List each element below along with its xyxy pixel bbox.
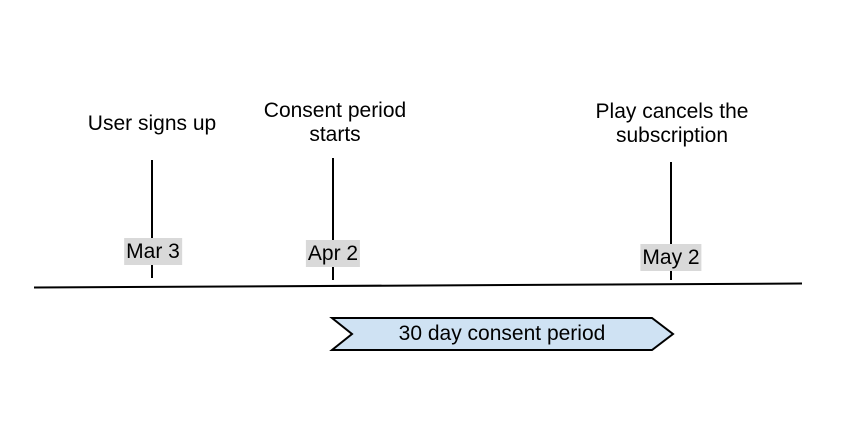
consent-period-ribbon-shape xyxy=(329,317,675,351)
event-2-title: Consent period starts xyxy=(263,99,407,146)
event-1-date-label: Mar 3 xyxy=(124,238,182,265)
event-2-date-label: Apr 2 xyxy=(305,240,361,267)
event-1-title: User signs up xyxy=(87,112,217,135)
event-3-date-label: May 2 xyxy=(640,244,702,271)
consent-period-ribbon-label: 30 day consent period xyxy=(398,322,606,345)
timeline-axis-line xyxy=(33,282,803,289)
event-3-title: Play cancels the subscription xyxy=(595,100,749,147)
